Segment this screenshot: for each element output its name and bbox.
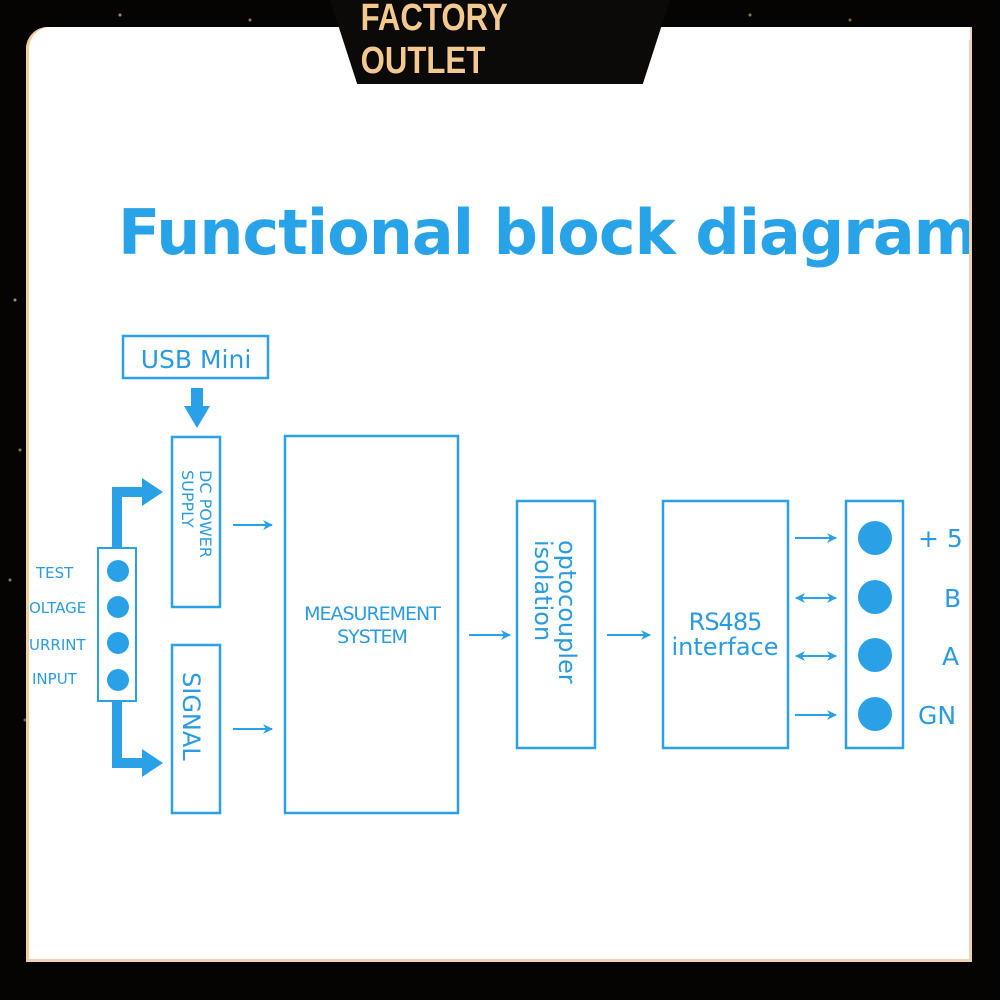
measurement-system-block: MEASUREMENT SYSTEM	[283, 434, 460, 815]
input-label-current: URRINT	[29, 636, 86, 654]
usb-mini-label: USB Mini	[141, 345, 252, 374]
input-connector	[97, 547, 137, 702]
right-border-line	[969, 40, 972, 962]
output-pin-b	[858, 580, 892, 614]
output-connector	[844, 499, 905, 750]
signal-label: SIGNAL	[177, 672, 205, 761]
diagram-title: Functional block diagram	[118, 196, 978, 269]
input-label-input: INPUT	[32, 670, 78, 688]
content-panel	[26, 27, 972, 962]
connector-to-signal-arrow	[112, 701, 163, 777]
signal-block: SIGNAL	[170, 643, 222, 815]
output-label-b: B	[944, 584, 961, 613]
optocoupler-isolation-block: optocoupler isolation	[515, 499, 597, 750]
usb-mini-block: USB Mini	[121, 334, 270, 380]
usb-down-arrow	[184, 388, 210, 428]
dc-power-supply-block: DC POWER SUPPLY	[170, 435, 222, 609]
optocoupler-label-1: optocoupler	[553, 540, 581, 684]
rs485-label-2: interface	[671, 633, 778, 661]
input-pin-4	[107, 669, 129, 691]
rs485-label-1: RS485	[689, 608, 762, 636]
input-pin-2	[107, 596, 129, 618]
optocoupler-label-2: isolation	[529, 540, 557, 641]
dc-power-label-1: DC POWER	[196, 470, 215, 558]
output-label-5v: + 5	[918, 524, 963, 553]
input-pin-1	[107, 560, 129, 582]
measurement-label-1: MEASUREMENT	[304, 603, 441, 625]
output-label-gnd: GN	[918, 701, 956, 730]
output-pin-a	[858, 638, 892, 672]
factory-outlet-banner: FACTORY OUTLET	[330, 0, 670, 84]
connector-to-power-arrow	[112, 478, 163, 548]
output-pin-gnd	[858, 697, 892, 731]
input-pin-3	[107, 632, 129, 654]
input-label-voltage: OLTAGE	[29, 599, 86, 617]
output-label-a: A	[942, 642, 959, 671]
right-frame-edge	[972, 0, 1000, 1000]
dc-power-label-2: SUPPLY	[178, 470, 197, 528]
rs485-interface-block: RS485 interface	[661, 499, 790, 750]
measurement-label-2: SYSTEM	[337, 626, 407, 648]
banner-text: FACTORY OUTLET	[360, 0, 508, 82]
input-label-test: TEST	[35, 564, 74, 582]
output-pin-5v	[858, 521, 892, 555]
